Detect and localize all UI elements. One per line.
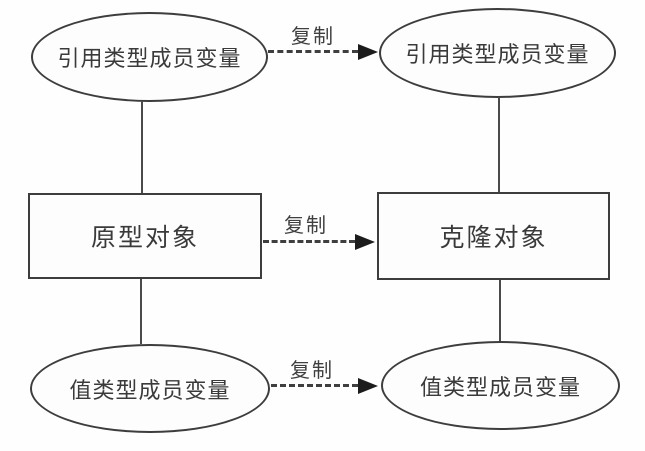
copy-arrow-bottom-line <box>271 384 358 387</box>
copy-label-bottom: 复制 <box>290 360 334 382</box>
node-label: 克隆对象 <box>439 224 548 252</box>
arrowhead-icon <box>358 378 378 394</box>
copy-label-middle: 复制 <box>284 215 328 237</box>
copy-arrow-top-line <box>268 50 358 53</box>
node-prototype-object: 原型对象 <box>28 193 262 279</box>
node-clone-object: 克隆对象 <box>377 192 610 280</box>
node-prototype-reference-member: 引用类型成员变量 <box>31 12 268 102</box>
node-clone-reference-member: 引用类型成员变量 <box>379 8 616 98</box>
node-label: 引用类型成员变量 <box>57 46 242 71</box>
connector-prototype-ref-to-object <box>141 101 143 193</box>
node-clone-value-member: 值类型成员变量 <box>381 341 620 430</box>
connector-prototype-object-to-value <box>140 279 142 344</box>
node-label: 引用类型成员变量 <box>405 42 590 67</box>
connector-clone-object-to-value <box>499 280 501 341</box>
copy-label-top: 复制 <box>291 26 335 48</box>
arrowhead-icon <box>355 234 375 250</box>
node-label: 值类型成员变量 <box>69 377 231 403</box>
node-label: 值类型成员变量 <box>419 374 581 400</box>
connector-clone-ref-to-object <box>498 97 500 192</box>
arrowhead-icon <box>358 44 378 60</box>
node-prototype-value-member: 值类型成员变量 <box>30 344 270 433</box>
node-label: 原型对象 <box>90 224 199 252</box>
copy-arrow-middle-line <box>263 240 355 243</box>
